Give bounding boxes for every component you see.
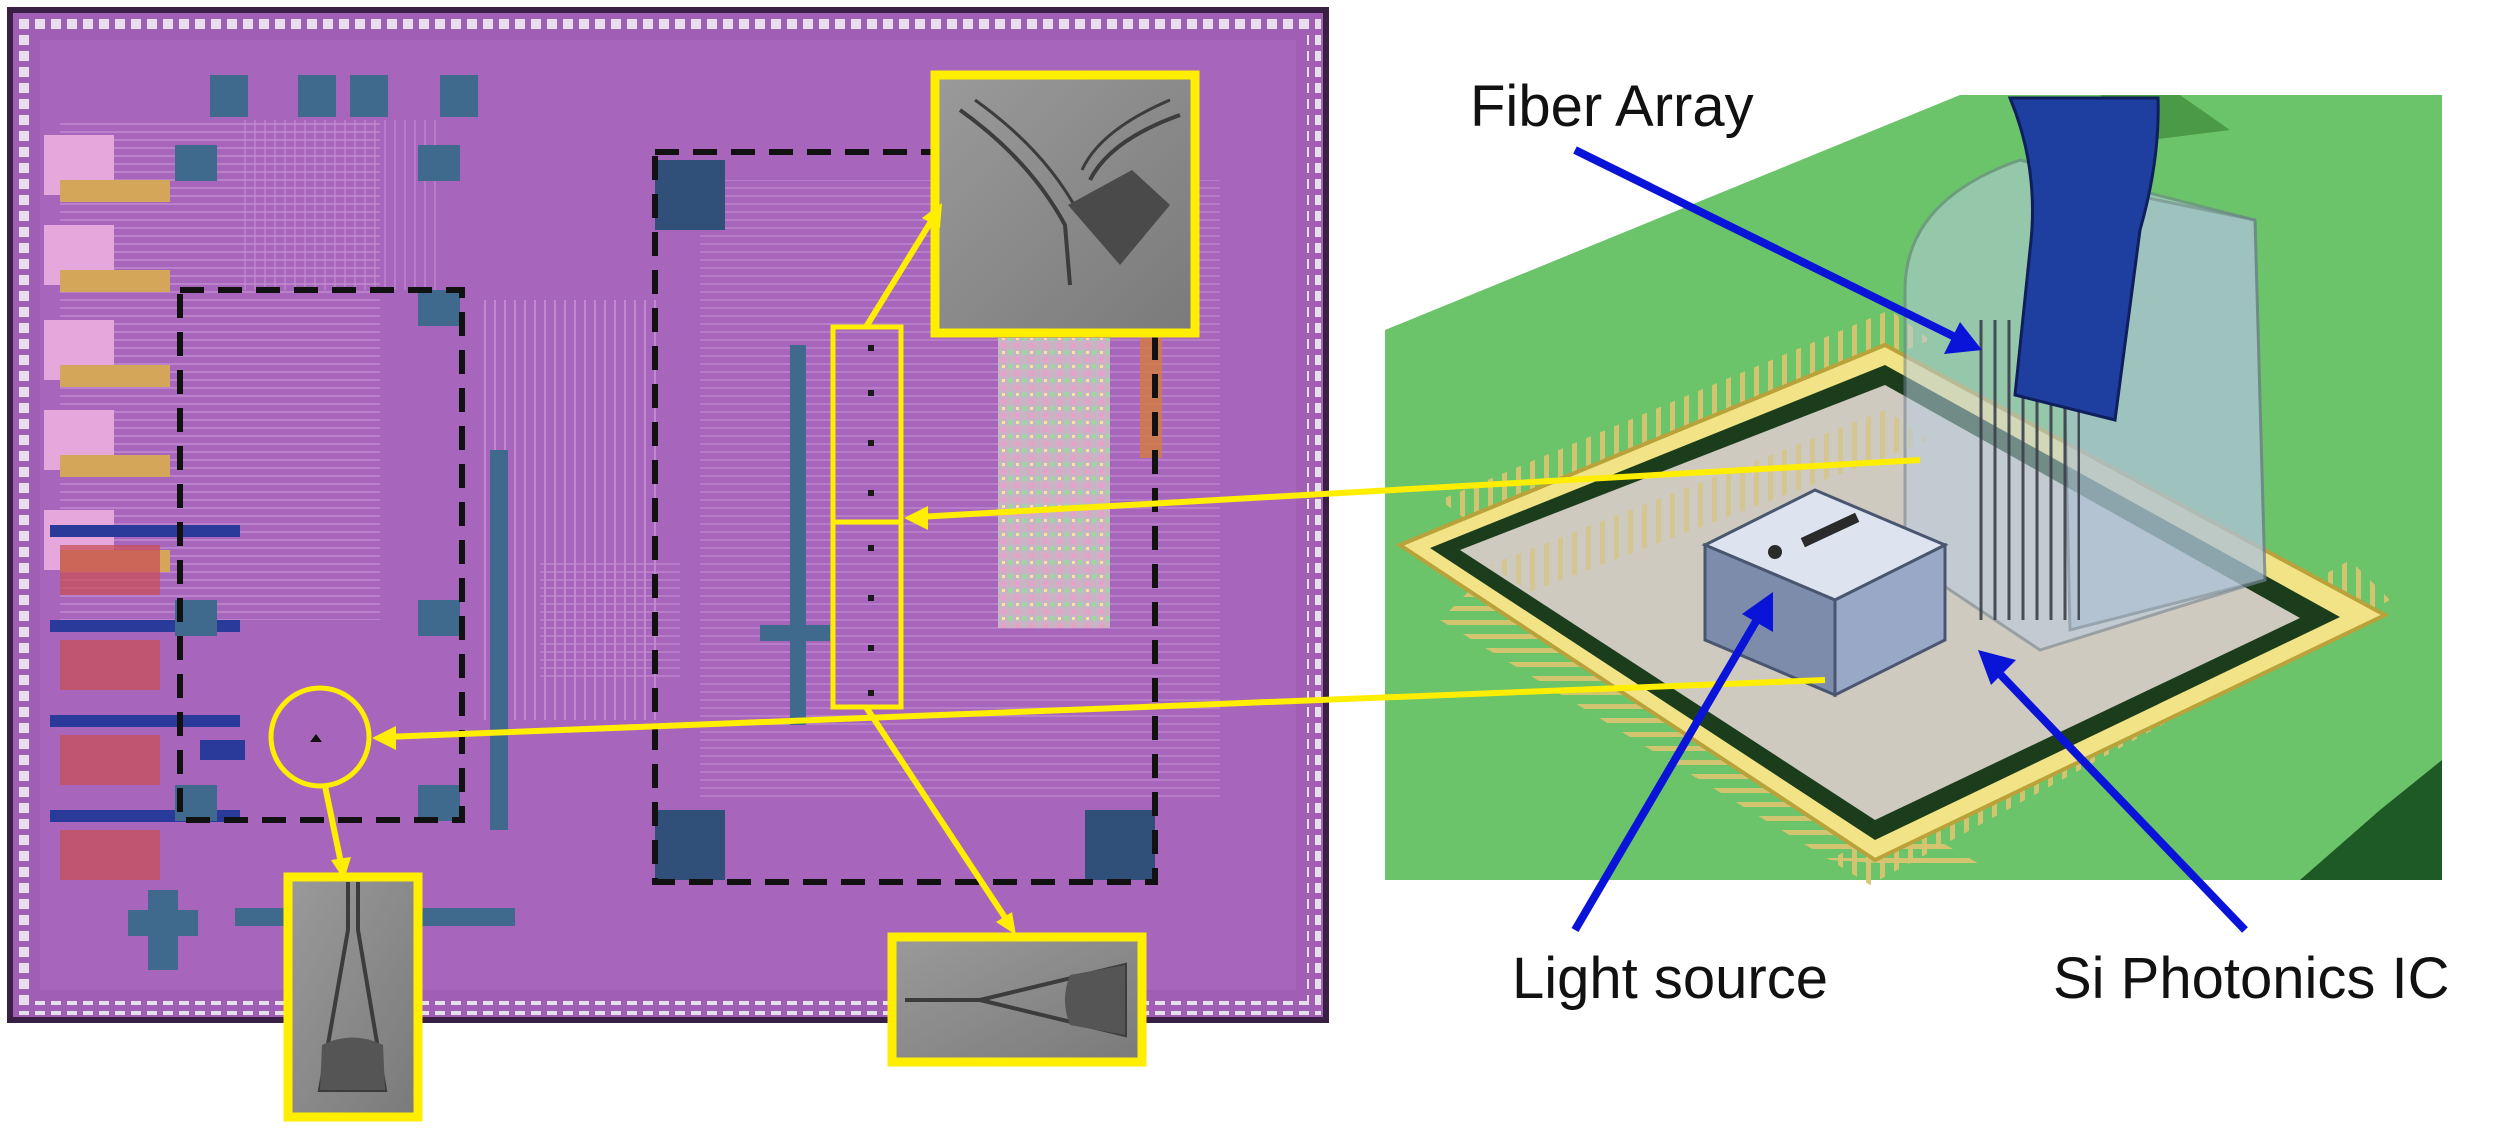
blue-pointer-arrows <box>1571 146 2248 933</box>
coupler-highlight-circle <box>268 685 372 789</box>
yellow-connector-arrows <box>322 203 1921 935</box>
photonic-region <box>998 338 1110 628</box>
fiber-array-label: Fiber Array <box>1470 74 1754 139</box>
pointer-si-photonics-ic <box>1995 669 2248 933</box>
sem-inset-bottom-right <box>887 932 1147 1067</box>
pointer-fiber-array <box>1573 146 1957 341</box>
si-photonics-ic-label: Si Photonics IC <box>2053 946 2450 1011</box>
pad-ring <box>15 15 1321 1015</box>
dashed-region-left <box>177 287 465 823</box>
sem-inset-bottom-left <box>283 872 423 1122</box>
fiber-cable <box>2007 96 2160 422</box>
pointer-light-source <box>1571 615 1762 933</box>
dashed-region-right <box>652 149 1158 885</box>
package-illustration <box>1385 95 2442 885</box>
connector-fiber-to-couplers <box>917 457 1921 520</box>
connector-ic-to-coupler-circle <box>384 677 1826 740</box>
light-source-label: Light source <box>1512 946 1828 1011</box>
sem-inset-top <box>930 70 1200 338</box>
